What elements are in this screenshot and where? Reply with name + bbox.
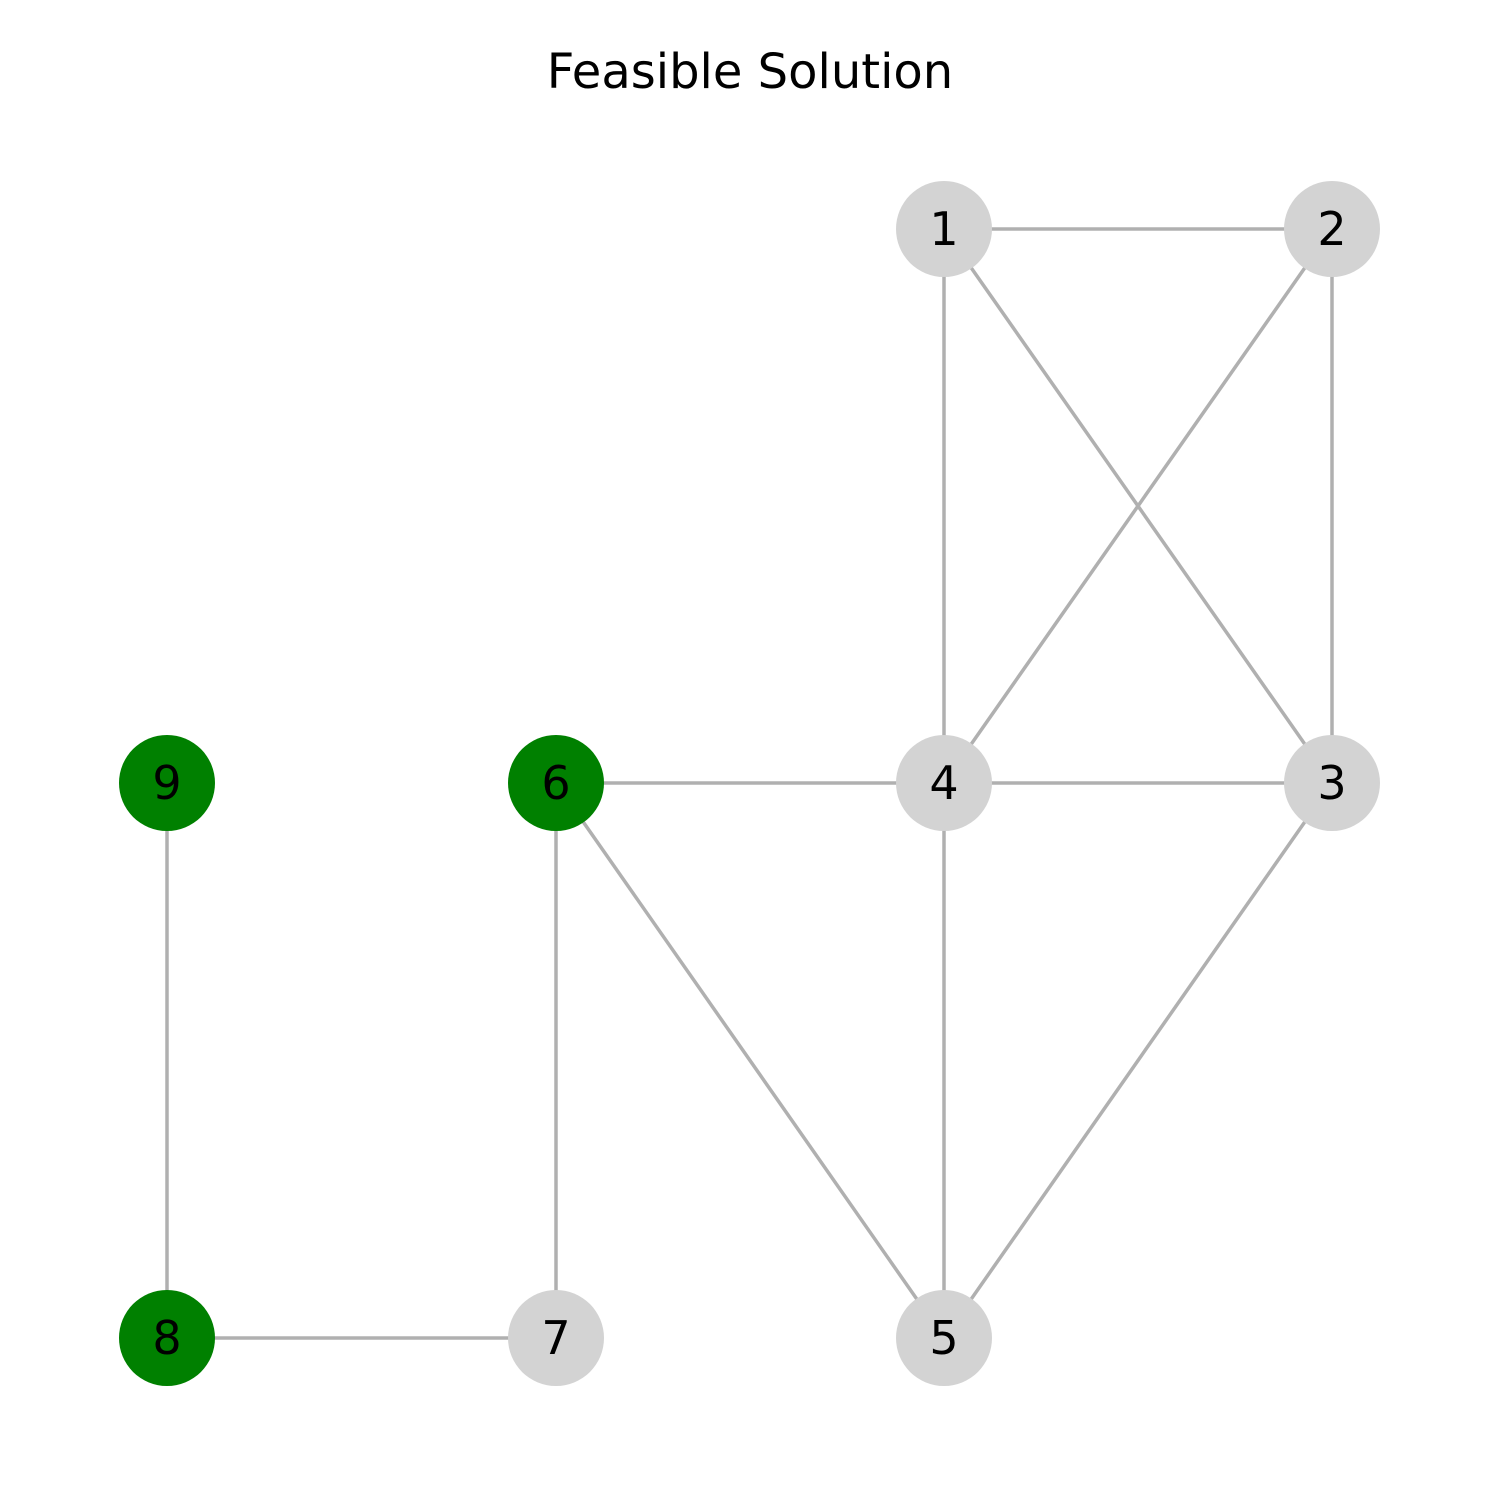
node-label-8: 8 (152, 1311, 181, 1365)
node-label-1: 1 (929, 202, 958, 256)
node-8: 8 (119, 1290, 215, 1386)
node-circle-4 (896, 735, 992, 831)
node-label-5: 5 (929, 1311, 958, 1365)
node-circle-8 (119, 1290, 215, 1386)
node-circle-1 (896, 181, 992, 277)
node-circle-3 (1284, 735, 1380, 831)
edge-6-5 (554, 781, 946, 1340)
node-3: 3 (1284, 735, 1380, 831)
node-7: 7 (508, 1290, 604, 1386)
node-label-3: 3 (1317, 756, 1346, 810)
node-label-9: 9 (152, 756, 181, 810)
node-circle-5 (896, 1290, 992, 1386)
node-label-6: 6 (541, 756, 570, 810)
node-circle-6 (508, 735, 604, 831)
edge-2-4 (942, 227, 1334, 785)
node-6: 6 (508, 735, 604, 831)
node-1: 1 (896, 181, 992, 277)
node-label-2: 2 (1317, 202, 1346, 256)
node-circle-7 (508, 1290, 604, 1386)
edge-layer (165, 227, 1334, 1340)
node-label-4: 4 (929, 756, 958, 810)
node-5: 5 (896, 1290, 992, 1386)
node-4: 4 (896, 735, 992, 831)
diagram-title: Feasible Solution (547, 44, 953, 100)
node-layer: 1 2 3 4 5 6 7 8 9 (119, 181, 1380, 1386)
edge-3-5 (942, 781, 1334, 1340)
node-2: 2 (1284, 181, 1380, 277)
node-circle-2 (1284, 181, 1380, 277)
node-label-7: 7 (541, 1311, 570, 1365)
node-9: 9 (119, 735, 215, 831)
node-circle-9 (119, 735, 215, 831)
